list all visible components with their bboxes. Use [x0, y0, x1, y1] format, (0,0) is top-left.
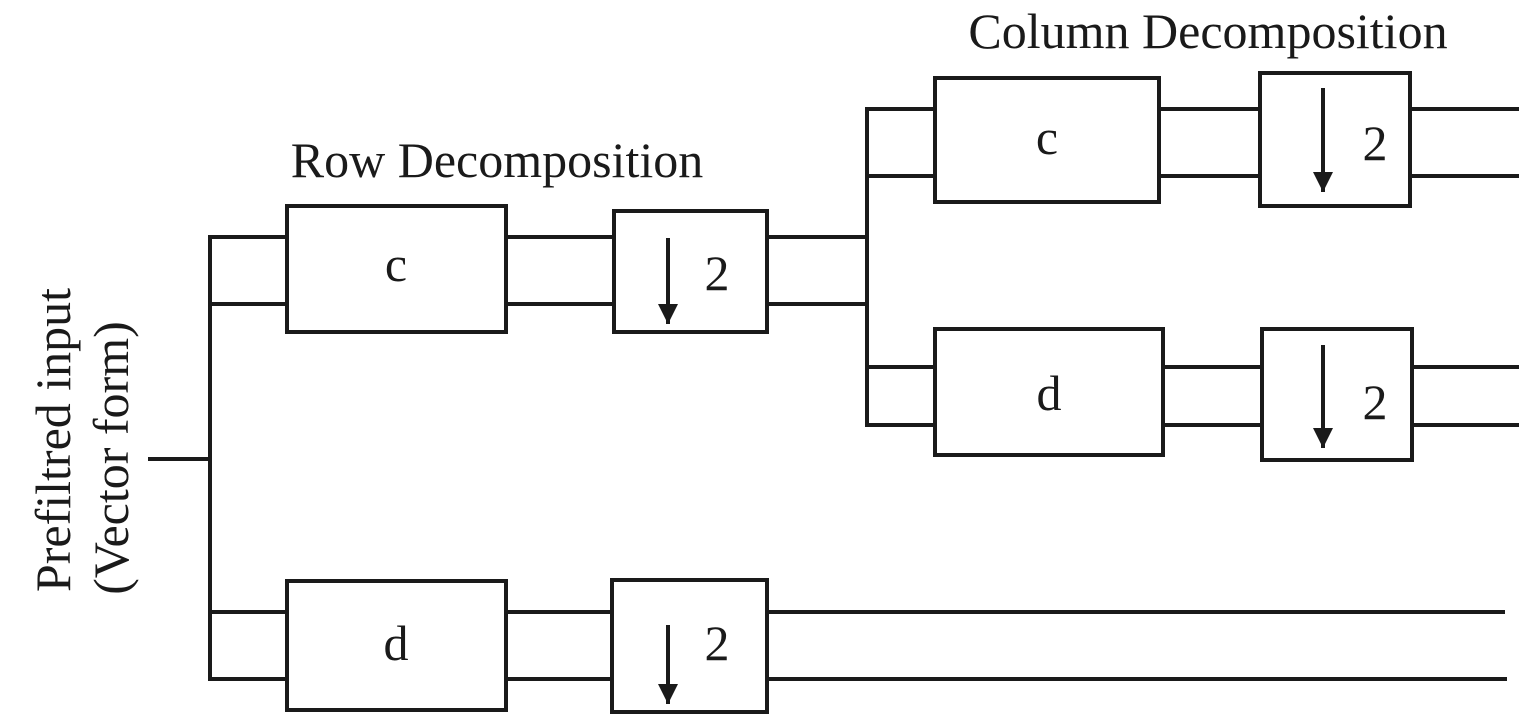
row-filter-c-block: [285, 204, 508, 334]
row-filter-c-label: c: [385, 236, 407, 292]
column-downsample-d-block: [1260, 327, 1414, 462]
column-c-outputs: [1408, 107, 1519, 178]
row-c-wires: [504, 235, 616, 306]
row-d-outputs: [765, 610, 1507, 681]
column-split-connector: [765, 107, 937, 427]
column-d-wires: [1161, 365, 1264, 427]
column-c-wires: [1157, 107, 1262, 178]
row-downsample-d-factor: 2: [705, 615, 730, 671]
input-label-line2: (Vector form): [83, 321, 139, 595]
column-d-outputs: [1410, 365, 1519, 427]
row-filter-d-label: d: [384, 615, 409, 671]
row-downsample-d-block: [610, 578, 769, 714]
row-filter-d-block: [285, 579, 508, 712]
column-filter-c-block: [933, 76, 1161, 204]
column-downsample-d-factor: 2: [1363, 374, 1388, 430]
column-filter-d-label: d: [1037, 365, 1062, 421]
row-downsample-c-block: [612, 209, 769, 334]
column-filter-c-label: c: [1036, 109, 1058, 165]
row-decomposition-title: Row Decomposition: [291, 132, 703, 188]
column-decomposition-title: Column Decomposition: [968, 3, 1447, 59]
row-d-wires: [504, 610, 614, 681]
input-connector: [148, 235, 289, 681]
column-filter-d-block: [933, 327, 1165, 457]
column-downsample-c-factor: 2: [1363, 115, 1388, 171]
input-label-line1: Prefiltred input: [25, 288, 81, 592]
column-downsample-c-block: [1258, 71, 1412, 208]
row-downsample-c-factor: 2: [705, 245, 730, 301]
